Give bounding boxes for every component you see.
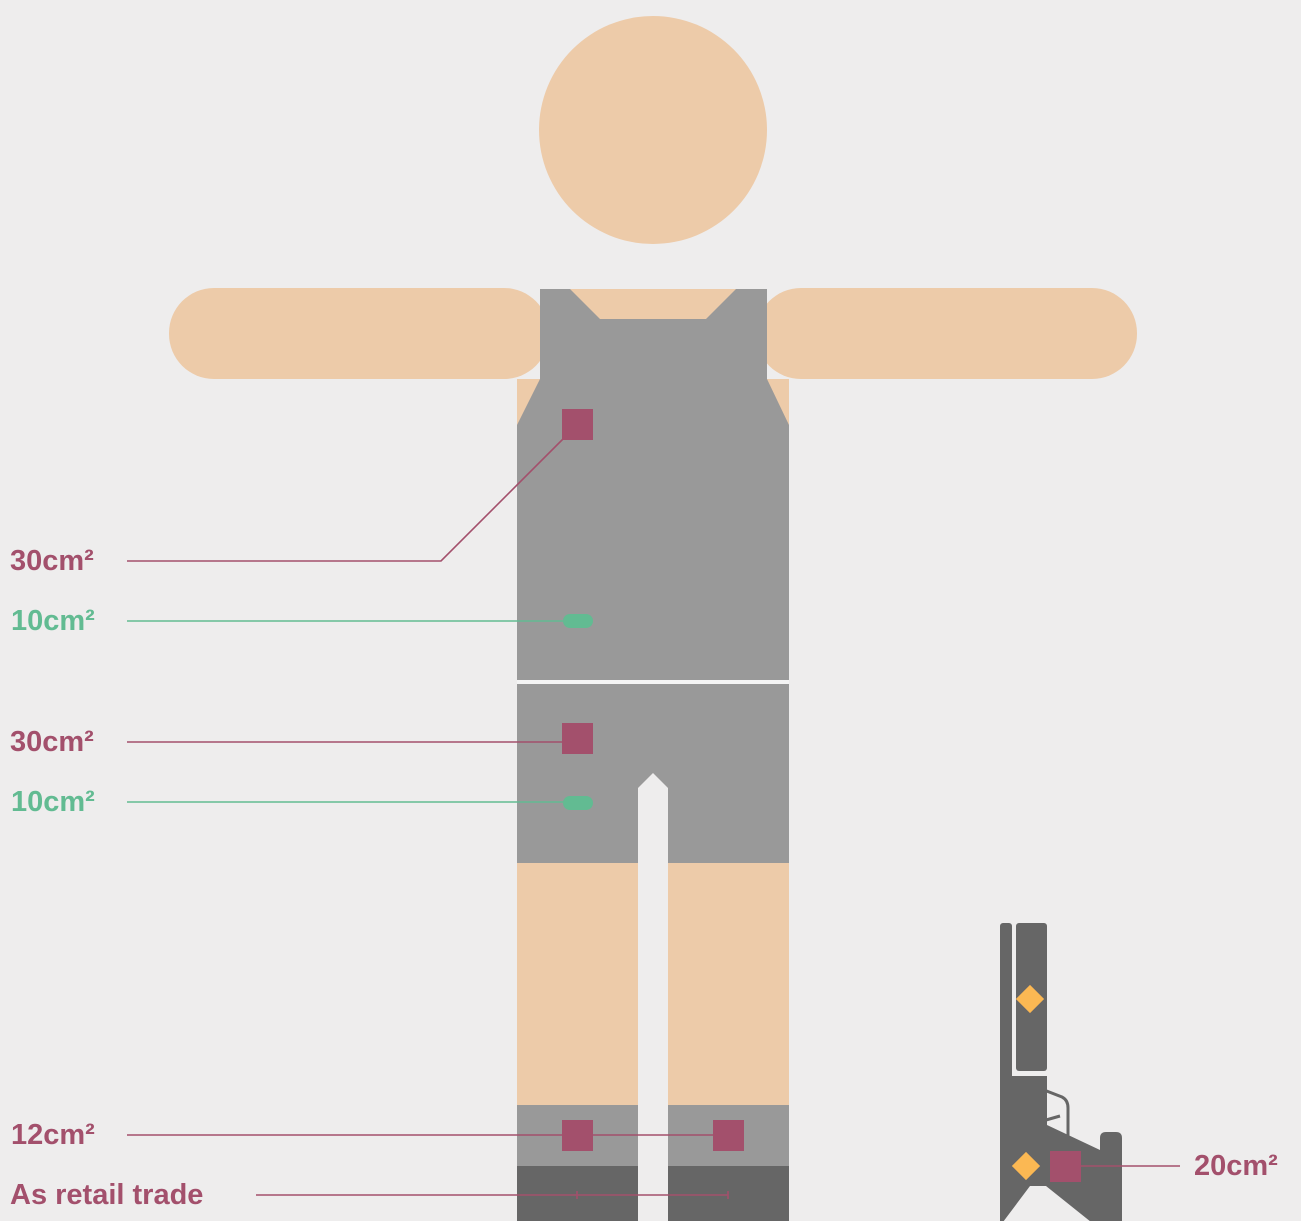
shoes-area-label: As retail trade	[10, 1178, 203, 1212]
shorts	[517, 684, 789, 863]
abdomen-sample-pill	[563, 614, 593, 628]
chest-area-label: 30cm²	[10, 544, 94, 578]
chest-leader-line	[127, 425, 577, 561]
right-arm	[756, 288, 1137, 379]
right-leg	[668, 863, 789, 1106]
left-arm	[169, 288, 549, 379]
groin-small-area-label: 10cm²	[11, 785, 95, 819]
weapon-area-label: 20cm²	[1194, 1149, 1278, 1183]
left-leg	[517, 863, 638, 1106]
right-ankle-sample-square	[713, 1120, 744, 1151]
waist-divider	[517, 680, 789, 684]
groin-small-sample-pill	[563, 796, 593, 810]
groin-sample-square	[562, 723, 593, 754]
head	[539, 16, 767, 244]
abdomen-area-label: 10cm²	[11, 604, 95, 638]
chest-sample-square	[562, 409, 593, 440]
left-ankle-sample-square	[562, 1120, 593, 1151]
groin-area-label: 30cm²	[10, 725, 94, 759]
ankles-area-label: 12cm²	[11, 1118, 95, 1152]
weapon-sample-square	[1050, 1151, 1081, 1182]
